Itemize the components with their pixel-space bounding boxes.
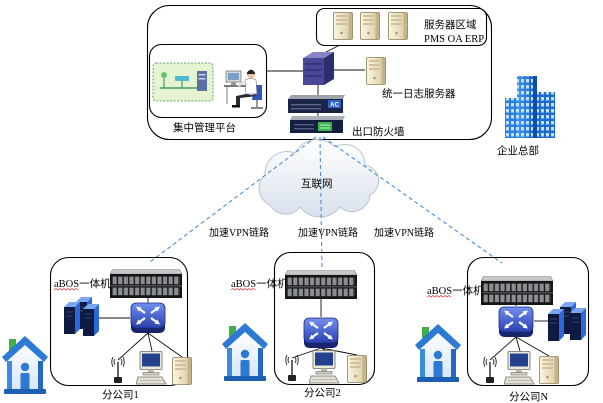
server-icon xyxy=(539,356,559,384)
link-switch-to-ap xyxy=(117,332,149,361)
ac-controller-device-icon: AC xyxy=(288,95,345,113)
server-cluster-icon xyxy=(548,302,586,341)
wireless-ap-icon xyxy=(483,356,497,384)
link-switch-to-server xyxy=(147,332,183,358)
headquarters-label: 企业总部 xyxy=(497,144,539,157)
vpn-link-branch-n xyxy=(322,136,503,264)
abos-appliance-label: aBOS一体机 xyxy=(54,277,111,290)
abos-appliance-icon xyxy=(285,270,357,299)
pc-icon xyxy=(309,350,340,384)
link-switch-to-server xyxy=(320,347,358,356)
monitoring-screen-icon xyxy=(152,62,214,102)
internet-cloud-icon xyxy=(258,139,380,218)
server-icon xyxy=(347,355,367,383)
branch-name: 分公司N xyxy=(509,391,548,403)
abos-appliance-icon xyxy=(481,276,553,305)
branch-boundary xyxy=(49,256,189,387)
spellcheck-underline xyxy=(426,295,452,298)
wireless-ap-icon xyxy=(285,354,299,382)
link-core-to-server-zone xyxy=(325,45,339,53)
branch-boundary xyxy=(466,256,590,387)
branch-office-house-icon xyxy=(415,324,461,382)
server-zone-title: 服务器区域 xyxy=(424,18,477,31)
headquarters-building-icon xyxy=(505,76,555,138)
branch-boundary xyxy=(273,251,376,386)
pc-icon xyxy=(504,351,535,385)
spellcheck-underline xyxy=(53,288,79,291)
link-switch-to-pc xyxy=(147,332,153,352)
vpn-link-label: 加速VPN链路 xyxy=(209,226,269,239)
abos-appliance-label: aBOS一体机 xyxy=(427,284,484,297)
vpn-link-label: 加速VPN链路 xyxy=(298,226,358,239)
link-switch-to-ap xyxy=(489,336,517,361)
server-cluster-icon xyxy=(64,297,99,336)
branch-n: aBOS一体机 分公司N xyxy=(426,256,590,403)
link-switch-to-ap xyxy=(291,347,322,359)
ac-badge-text: AC xyxy=(330,102,339,108)
management-platform-boundary xyxy=(148,43,268,119)
router-icon xyxy=(304,318,338,348)
spellcheck-underline xyxy=(230,288,256,291)
branch-name: 分公司2 xyxy=(304,387,341,399)
abos-appliance-label: aBOS一体机 xyxy=(231,277,288,290)
server-icon xyxy=(333,12,353,40)
branch-2: aBOS一体机 分公司2 xyxy=(230,251,376,399)
server-icon xyxy=(388,12,408,40)
pc-icon xyxy=(136,351,167,385)
branch-office-house-icon xyxy=(2,336,48,394)
branch-1: aBOS一体机 分公司1 xyxy=(49,256,192,401)
link-switch-to-server xyxy=(515,336,550,357)
firewall-device-icon xyxy=(290,116,345,133)
server-zone-systems: PMS OA ERP xyxy=(424,34,484,45)
server-icon xyxy=(360,12,380,40)
wireless-ap-icon xyxy=(111,356,125,384)
server-zone-boundary xyxy=(315,7,488,47)
core-server-stack-icon xyxy=(303,52,334,85)
link-switch-to-pc xyxy=(515,336,521,352)
branch-office-house-icon xyxy=(222,323,268,381)
server-icon xyxy=(172,357,192,385)
vpn-link-label: 加速VPN链路 xyxy=(374,226,434,239)
firewall-label: 出口防火墙 xyxy=(352,125,405,138)
internet-label: 互联网 xyxy=(301,178,333,190)
router-icon xyxy=(499,307,533,337)
vpn-link-branch-2 xyxy=(319,136,323,271)
operator-workstation-icon xyxy=(224,69,263,109)
log-server-label: 统一日志服务器 xyxy=(382,87,456,100)
abos-appliance-icon xyxy=(110,269,182,298)
log-server-icon xyxy=(365,57,387,85)
branch-name: 分公司1 xyxy=(102,389,139,401)
management-platform-label: 集中管理平台 xyxy=(173,121,236,134)
router-icon xyxy=(131,303,165,333)
